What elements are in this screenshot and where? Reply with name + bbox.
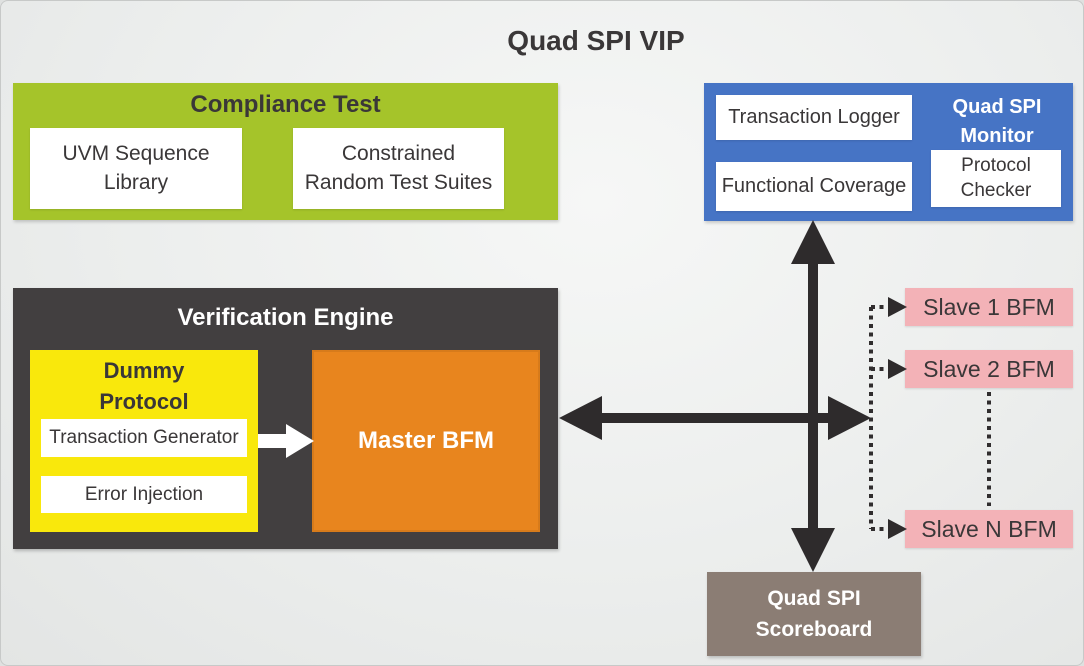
slave-1-bfm-block: Slave 1 BFM <box>905 288 1073 326</box>
master-bfm-label: Master BFM <box>357 427 495 454</box>
slave-2-bfm-label: Slave 2 BFM <box>923 355 1055 382</box>
functional-coverage-block: Functional Coverage <box>716 162 912 211</box>
dummy-protocol-title: Dummy Protocol <box>30 356 258 418</box>
monitor-title-line1: Quad SPI <box>952 96 1042 118</box>
dummy-protocol-group: Dummy Protocol Transaction Generator Err… <box>30 350 258 532</box>
uvm-sequence-library-line1: UVM Sequence <box>62 142 210 166</box>
protocol-checker-block: Protocol Checker <box>931 150 1061 207</box>
dummy-protocol-title-line2: Protocol <box>99 388 189 414</box>
protocol-checker-line2: Checker <box>960 179 1032 201</box>
quad-spi-scoreboard-block: Quad SPI Scoreboard <box>707 572 921 656</box>
slave-fanout-arrowheads <box>888 297 907 539</box>
uvm-sequence-library-block: UVM Sequence Library <box>30 128 242 209</box>
verification-engine-group: Verification Engine Dummy Protocol Trans… <box>13 288 558 549</box>
uvm-sequence-library-line2: Library <box>103 170 169 194</box>
protocol-checker-line1: Protocol <box>961 154 1031 176</box>
monitor-title-line2: Monitor <box>960 125 1034 147</box>
slave-fanout-dotted-connector <box>869 305 893 531</box>
transaction-logger-block: Transaction Logger <box>716 95 912 140</box>
constrained-random-line2: Random Test Suites <box>304 170 493 194</box>
transaction-generator-block: Transaction Generator <box>41 419 247 457</box>
constrained-random-test-suites-block: Constrained Random Test Suites <box>293 128 504 209</box>
transaction-logger-label: Transaction Logger <box>728 106 900 128</box>
monitor-scoreboard-double-arrow-icon <box>791 220 835 572</box>
compliance-test-title: Compliance Test <box>190 91 381 118</box>
slave-n-bfm-label: Slave N BFM <box>921 515 1057 542</box>
engine-bus-double-arrow-icon <box>559 396 871 440</box>
master-bfm-block: Master BFM <box>312 350 540 532</box>
scoreboard-line1: Quad SPI <box>767 586 861 610</box>
scoreboard-line2: Scoreboard <box>755 618 873 641</box>
transaction-generator-label: Transaction Generator <box>49 427 239 448</box>
quad-spi-monitor-group: Transaction Logger Functional Coverage Q… <box>704 83 1073 221</box>
quad-spi-monitor-title: Quad SPI Monitor <box>932 93 1062 151</box>
verification-engine-title: Verification Engine <box>177 304 394 331</box>
constrained-random-line1: Constrained <box>341 142 456 166</box>
slave-n-bfm-block: Slave N BFM <box>905 510 1073 548</box>
diagram-title: Quad SPI VIP <box>507 25 685 56</box>
slave-2-bfm-block: Slave 2 BFM <box>905 350 1073 388</box>
functional-coverage-label: Functional Coverage <box>721 175 907 197</box>
slave-1-bfm-label: Slave 1 BFM <box>923 293 1055 320</box>
error-injection-block: Error Injection <box>41 476 247 513</box>
error-injection-label: Error Injection <box>84 483 204 505</box>
compliance-test-group: Compliance Test UVM Sequence Library Con… <box>13 83 558 220</box>
dummy-protocol-title-line1: Dummy <box>103 358 185 383</box>
